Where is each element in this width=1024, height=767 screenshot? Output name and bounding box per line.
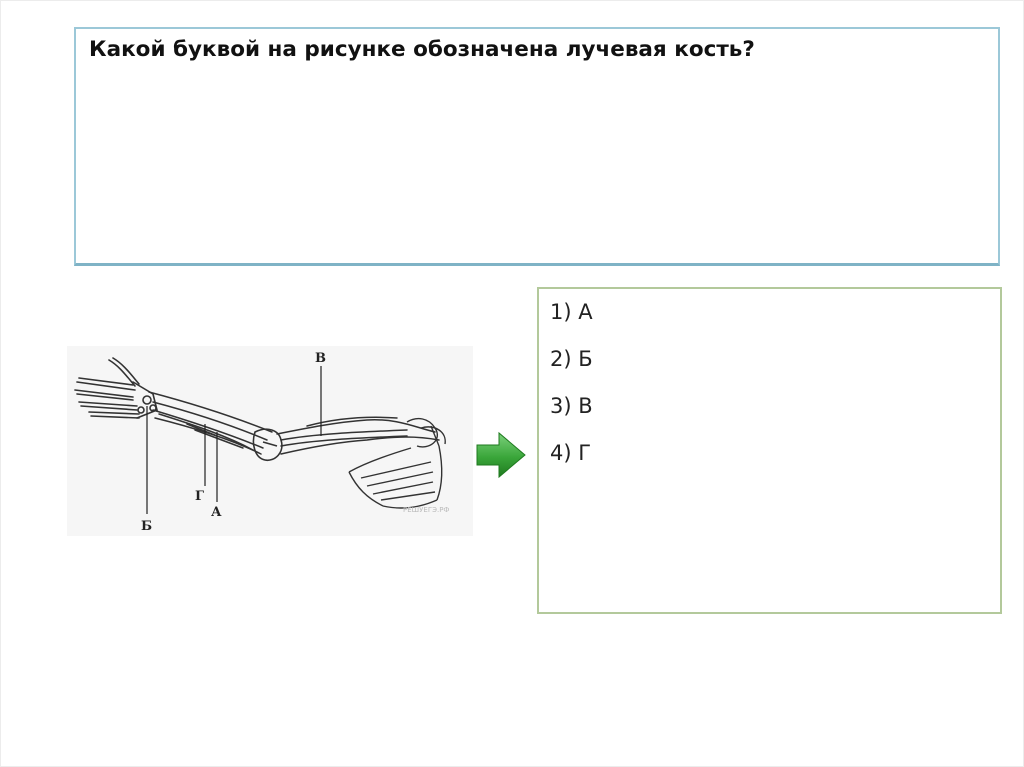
upper-arm-drawing (276, 416, 440, 455)
figure-watermark: РЕШУЕГЭ.РФ (403, 506, 449, 514)
answer-option-1[interactable]: 1) А (550, 300, 593, 324)
elbow-drawing (252, 428, 283, 462)
figure-label-g: Г (195, 489, 204, 504)
answers-box: 1) А 2) Б 3) В 4) Г (537, 287, 1002, 614)
shoulder-drawing (348, 417, 446, 509)
figure-label-b: Б (141, 519, 152, 534)
arm-skeleton-figure: В Г А Б РЕШУЕГЭ.РФ (67, 346, 473, 536)
green-arrow-icon (476, 431, 526, 479)
question-box: Какой буквой на рисунке обозначена лучев… (74, 27, 1000, 266)
answer-option-4[interactable]: 4) Г (550, 441, 592, 465)
label-pointers (146, 366, 322, 514)
answer-option-2[interactable]: 2) Б (550, 347, 593, 371)
question-text: Какой буквой на рисунке обозначена лучев… (89, 37, 755, 62)
answer-option-3[interactable]: 3) В (550, 394, 593, 418)
forearm-drawing (148, 391, 273, 455)
figure-label-v: В (315, 351, 326, 366)
figure-label-a: А (211, 505, 222, 520)
